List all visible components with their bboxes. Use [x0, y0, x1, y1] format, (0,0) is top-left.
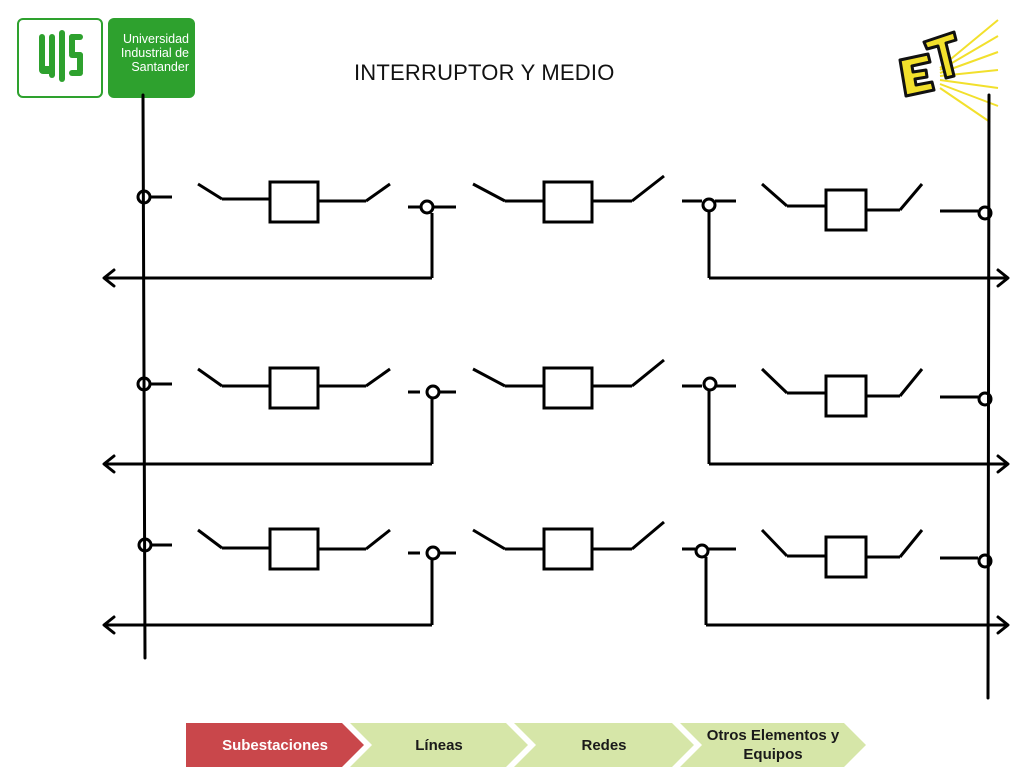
nav-lineas-label: Líneas: [415, 736, 463, 754]
bay-3-node-a: [425, 545, 441, 561]
slide-title: INTERRUPTOR Y MEDIO: [354, 60, 615, 85]
et-lamp-icon: [898, 19, 999, 123]
breaker-1-2: [542, 180, 594, 224]
breaker-1-3: [824, 188, 868, 232]
nav-subestaciones-label: Subestaciones: [222, 736, 328, 754]
breaker-and-a-half-diagram: [102, 93, 1010, 700]
nav-lineas[interactable]: Líneas: [350, 723, 528, 767]
bay-row-1: [106, 174, 1006, 280]
bay-1-node-a: [419, 199, 435, 215]
nav-otros-elementos-label: Otros Elementos y Equipos: [706, 727, 840, 763]
breaker-3-1: [268, 527, 320, 571]
arrow-right-1: [996, 268, 1010, 288]
arrow-right-3: [996, 615, 1010, 635]
uis-emblem-icon: [39, 30, 83, 82]
bay-1-right-node: [977, 205, 993, 221]
uis-logo-mark: [17, 18, 103, 98]
breaker-2-3: [824, 374, 868, 418]
breaker-1-1: [268, 180, 320, 224]
busbar-right: [986, 93, 991, 700]
uis-logo-text: Universidad Industrial de Santander: [108, 18, 195, 98]
nav-subestaciones[interactable]: Subestaciones: [186, 723, 364, 767]
breaker-2-2: [542, 366, 594, 410]
breaker-2-1: [268, 366, 320, 410]
uis-logo-line-1: Universidad: [122, 32, 189, 46]
bay-2-node-b: [702, 376, 718, 392]
bay-2-node-a: [425, 384, 441, 400]
et-logo: [880, 18, 1000, 128]
breaker-3-2: [542, 527, 594, 571]
bay-row-2: [106, 358, 1006, 466]
arrow-left-2: [102, 454, 116, 474]
bay-row-3: [106, 520, 1006, 627]
bay-1-node-b: [701, 197, 717, 213]
bay-3-node-b: [694, 543, 710, 559]
breaker-3-3: [824, 535, 868, 579]
arrow-right-2: [996, 454, 1010, 474]
arrow-left-1: [102, 268, 116, 288]
section-nav: Subestaciones Líneas Redes Otros Element…: [186, 723, 866, 767]
uis-logo-line-3: Santander: [131, 60, 189, 74]
nav-redes[interactable]: Redes: [514, 723, 694, 767]
bay-2-right-node: [977, 391, 993, 407]
nav-redes-label: Redes: [581, 736, 627, 754]
uis-logo-line-2: Industrial de: [120, 46, 189, 60]
arrow-left-3: [102, 615, 116, 635]
nav-otros-elementos[interactable]: Otros Elementos y Equipos: [680, 723, 866, 767]
bay-3-right-node: [977, 553, 993, 569]
